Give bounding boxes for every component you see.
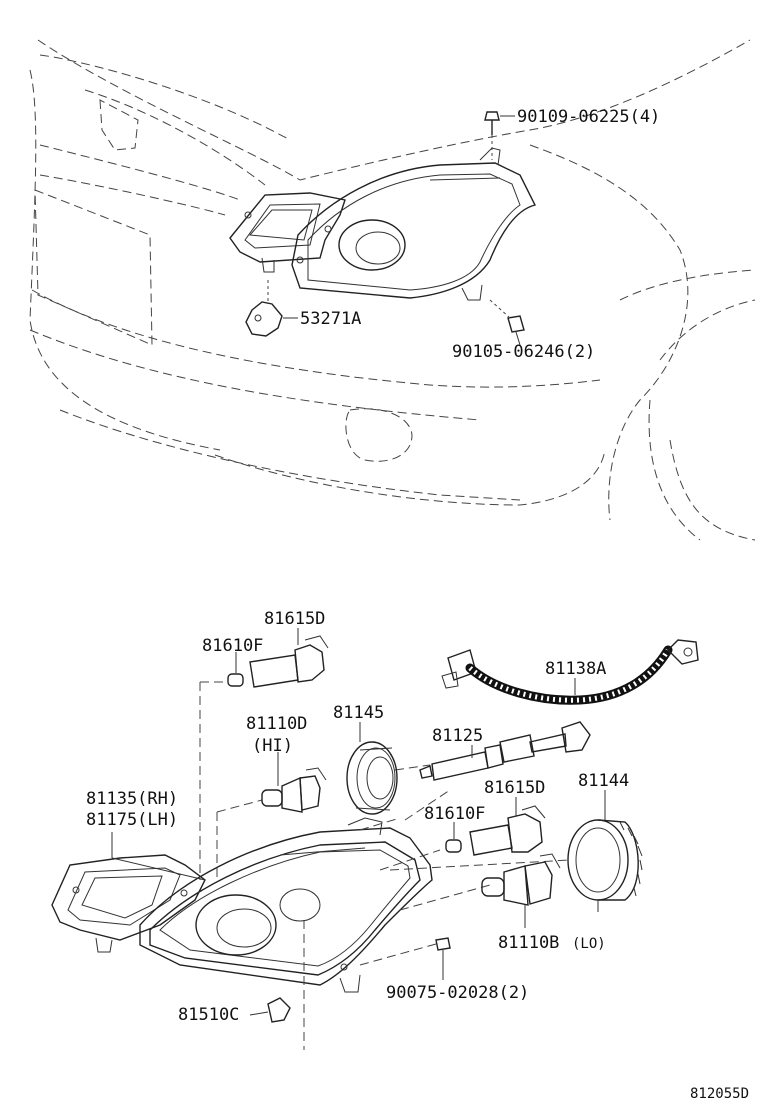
label-adjuster: 81125 — [432, 726, 483, 746]
label-headlamp-rh: 81135(RH) — [86, 789, 178, 809]
label-nut-clip: 90105-06246(2) — [452, 342, 595, 362]
bulb-lower-icon — [445, 822, 462, 853]
label-screw: 90075-02028(2) — [386, 983, 529, 1003]
label-socket-upper: 81615D — [264, 609, 325, 629]
bracket-icon — [245, 280, 283, 337]
screw-icon — [359, 937, 451, 980]
label-bulb-lower: 81610F — [424, 804, 485, 824]
label-lo-tag: (LO) — [572, 936, 606, 952]
label-side-bulb: 81510C — [178, 1005, 239, 1025]
lower-headlamp-housing — [51, 817, 433, 993]
harness-icon — [441, 639, 699, 705]
label-cover-large: 81144 — [578, 771, 629, 791]
top-headlamp-assembly — [229, 147, 537, 301]
car-front-outline — [29, 39, 756, 541]
nut-clip-icon — [489, 299, 525, 346]
label-bracket: 53271A — [300, 309, 361, 329]
bulb-upper-icon — [227, 652, 244, 687]
label-hi-tag: (HI) — [252, 736, 293, 756]
label-bulb-hi: 81110D — [246, 714, 307, 734]
label-bulb-lo: 81110B — [498, 933, 559, 953]
bulb-lo-icon — [481, 853, 561, 928]
cover-small-icon — [346, 722, 398, 815]
label-socket-lower: 81615D — [484, 778, 545, 798]
label-bolt-top: 90109-06225(4) — [517, 107, 660, 127]
socket-upper-icon — [249, 628, 329, 688]
label-bulb-upper: 81610F — [202, 636, 263, 656]
label-headlamp-lh: 81175(LH) — [86, 810, 178, 830]
bulb-hi-icon — [261, 752, 327, 813]
label-cover-small: 81145 — [333, 703, 384, 723]
cover-large-icon — [567, 790, 643, 912]
bolt-icon — [484, 111, 500, 160]
label-harness: 81138A — [545, 659, 606, 679]
diagram-code: 812055D — [690, 1086, 749, 1102]
adjuster-icon — [419, 721, 591, 781]
side-bulb-icon — [249, 997, 291, 1023]
socket-lower-icon — [469, 797, 546, 856]
